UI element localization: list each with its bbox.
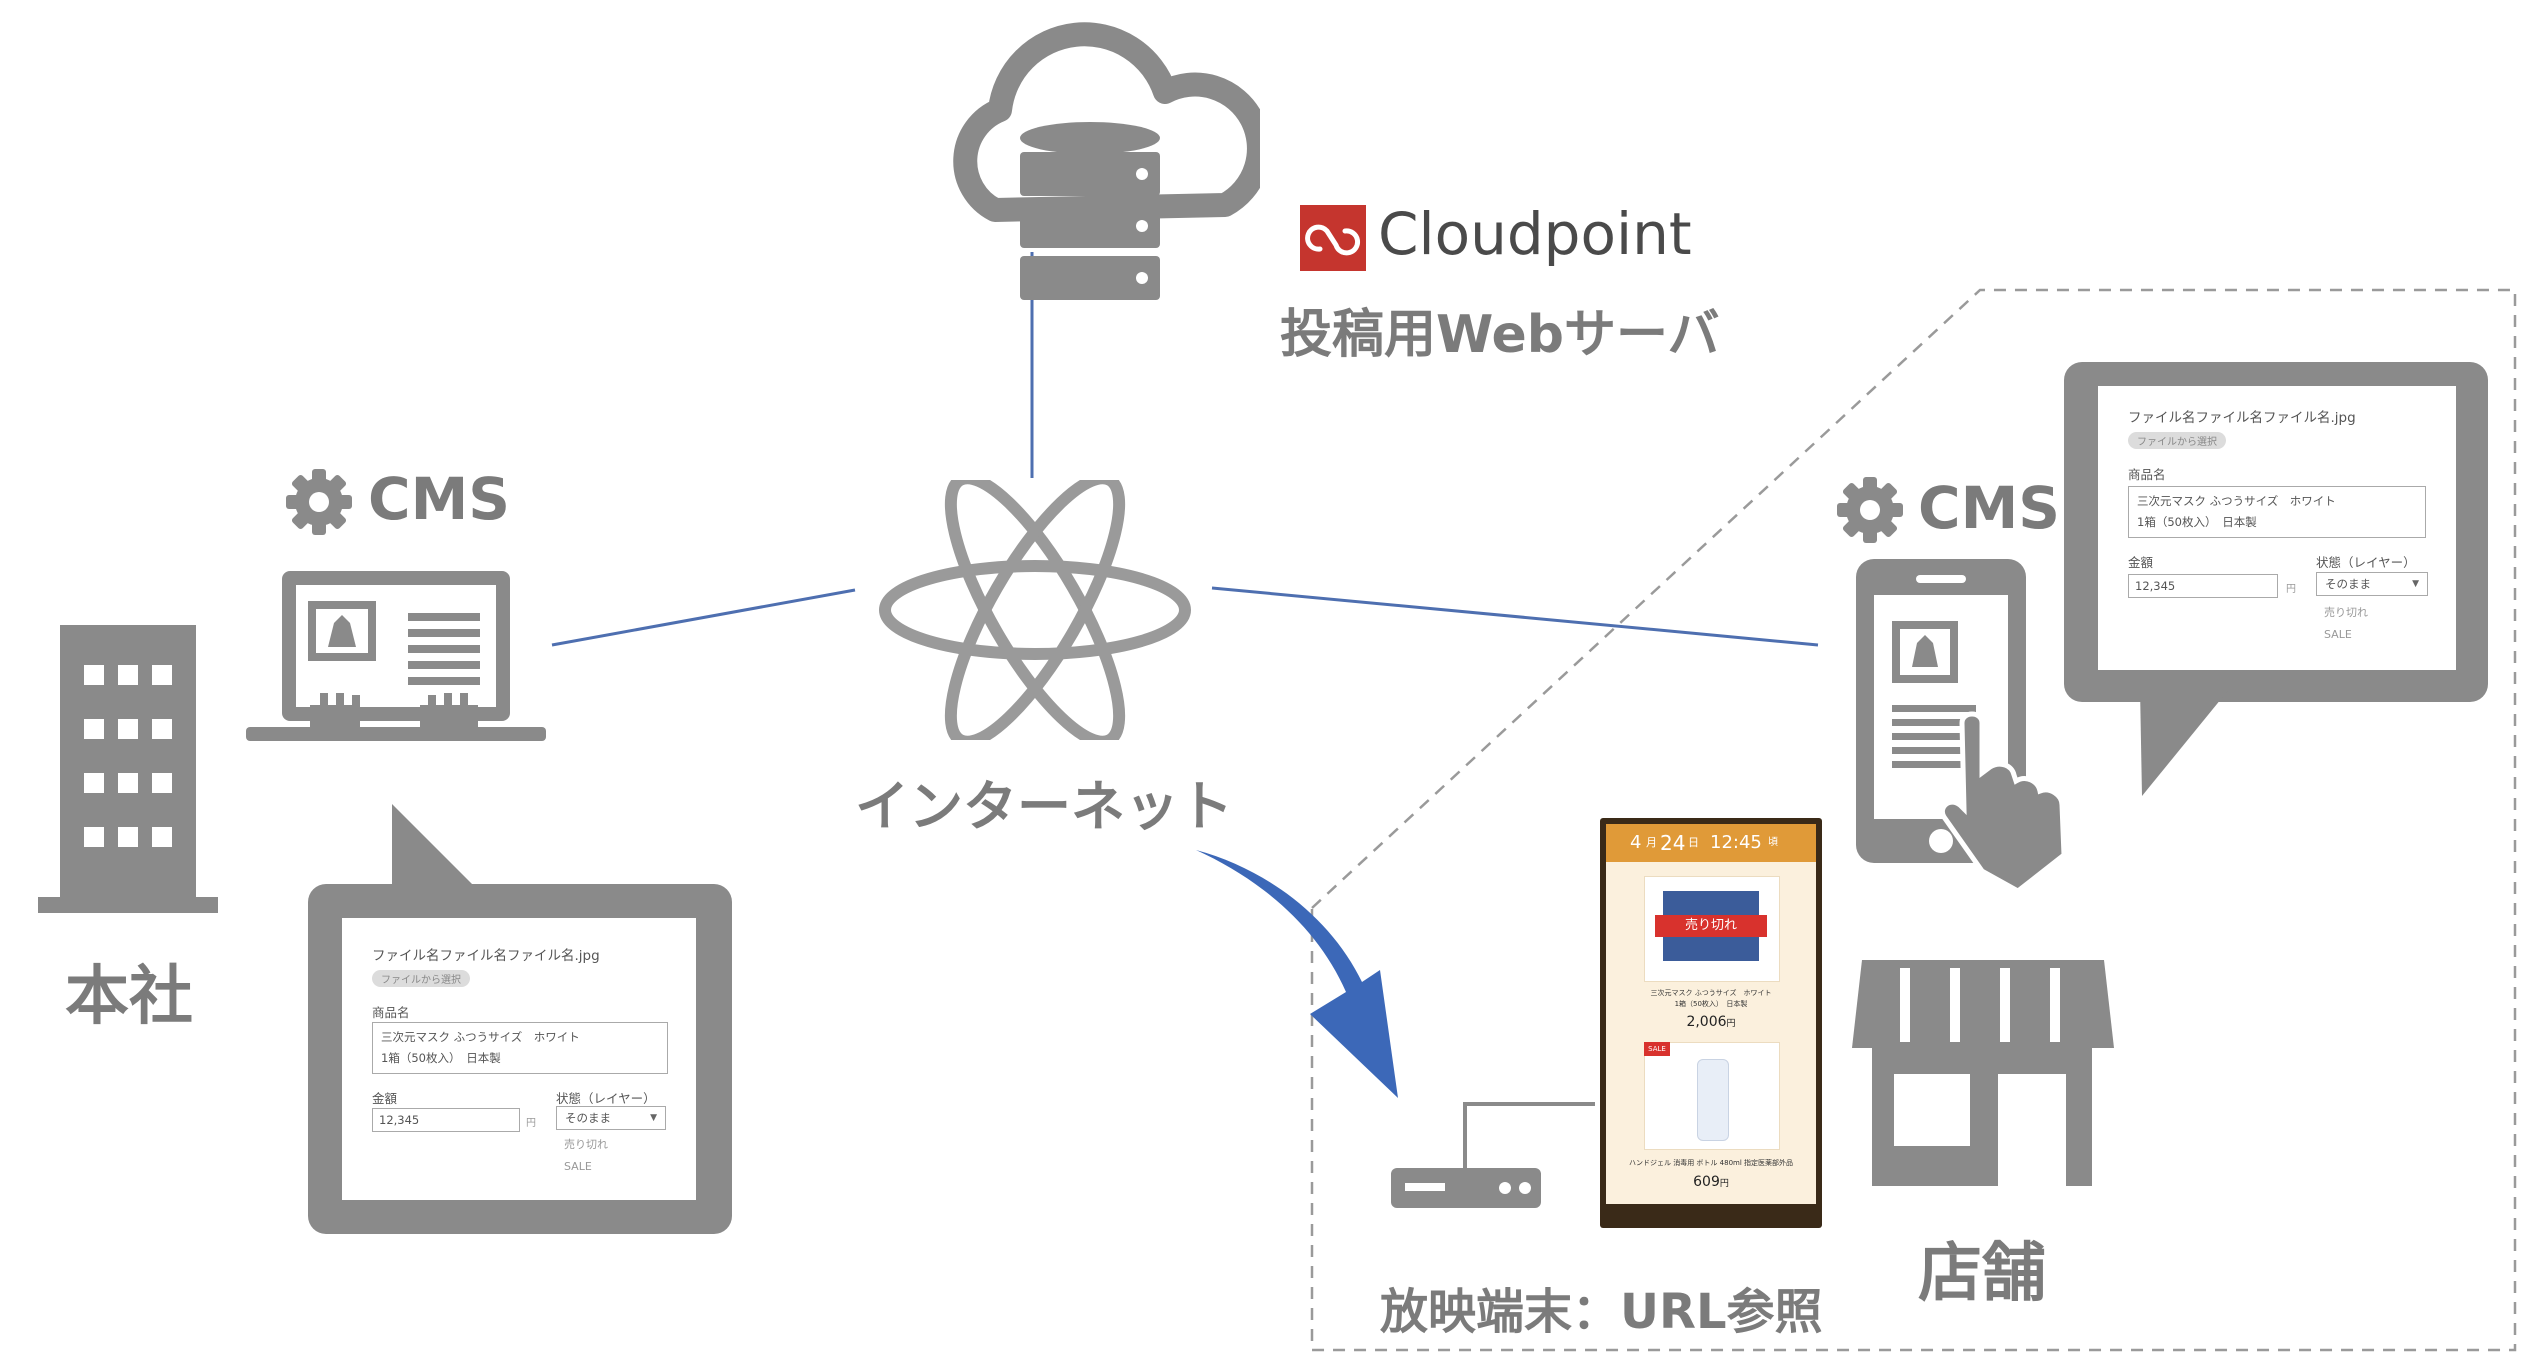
signage-day: 24	[1660, 831, 1686, 855]
hq-cms-label: CMS	[368, 465, 511, 533]
item-2-price-value: 609	[1693, 1174, 1720, 1190]
signage-product-1-image: 売り切れ	[1644, 876, 1780, 982]
signage-product-2-image: SALE	[1644, 1042, 1780, 1150]
status-selected-value: そのまま	[2325, 577, 2371, 591]
signage-header: 4 月 24 日 12:45 頃	[1606, 824, 1816, 862]
select-file-button[interactable]: ファイルから選択	[2128, 432, 2226, 449]
gear-icon	[1836, 476, 1904, 544]
web-server-caption: 投稿用Webサーバ	[1280, 305, 1720, 365]
status-label: 状態（レイヤー）	[556, 1091, 656, 1106]
headquarters-label: 本社	[65, 960, 193, 1034]
item-2-price-unit: 円	[1719, 1179, 1729, 1189]
signage-month-unit: 月	[1646, 836, 1657, 849]
sale-tag: SALE	[1644, 1042, 1670, 1056]
store-cms-label: CMS	[1918, 474, 2061, 542]
product-line2: 1箱（50枚入） 日本製	[2137, 515, 2257, 529]
item-1-price-value: 2,006	[1686, 1014, 1727, 1030]
status-option-sale[interactable]: SALE	[2324, 628, 2352, 641]
price-field[interactable]: 12,345	[372, 1108, 520, 1132]
product-name-label: 商品名	[372, 1005, 410, 1020]
download-arrow	[1196, 850, 1398, 1098]
storefront-icon	[1848, 950, 2118, 1195]
signage-screen: 4 月 24 日 12:45 頃 売り切れ 三次元マスク ふつうサイズ ホワイト…	[1606, 824, 1816, 1204]
chevron-down-icon: ▼	[2412, 579, 2419, 589]
price-label: 金額	[2128, 555, 2154, 570]
sold-out-badge: 売り切れ	[1655, 915, 1767, 937]
signage-time-suffix: 頃	[1768, 837, 1778, 848]
product-name-label: 商品名	[2128, 467, 2166, 482]
cloudpoint-logo-icon	[1300, 205, 1366, 271]
status-selected-value: そのまま	[565, 1111, 611, 1125]
gear-icon	[285, 468, 353, 536]
signage-item-1-desc-line2: 1箱（50枚入） 日本製	[1674, 1000, 1748, 1008]
signage-item-1-price: 2,006円	[1606, 1014, 1816, 1030]
product-line1: 三次元マスク ふつうサイズ ホワイト	[381, 1030, 580, 1044]
line-internet-store	[1211, 586, 1819, 647]
signage-month: 4	[1630, 832, 1642, 853]
line-hq-internet	[551, 588, 856, 647]
product-name-field[interactable]: 三次元マスク ふつうサイズ ホワイト 1箱（50枚入） 日本製	[2128, 486, 2426, 538]
store-cms-form: ファイル名ファイル名ファイル名.jpg ファイルから選択 商品名 三次元マスク …	[2098, 386, 2456, 670]
chevron-down-icon: ▼	[650, 1113, 657, 1123]
store-label: 店舗	[1918, 1237, 2046, 1311]
product-line2: 1箱（50枚入） 日本製	[381, 1051, 501, 1065]
form-filename: ファイル名ファイル名ファイル名.jpg	[2128, 410, 2356, 426]
signage-item-2-price: 609円	[1606, 1174, 1816, 1190]
digital-signage-display: 4 月 24 日 12:45 頃 売り切れ 三次元マスク ふつうサイズ ホワイト…	[1600, 818, 1822, 1228]
signage-item-2-desc: ハンドジェル 消毒用 ボトル 480ml 指定医薬部外品	[1628, 1159, 1794, 1167]
internet-atom-icon	[870, 472, 1200, 748]
status-label: 状態（レイヤー）	[2316, 555, 2416, 570]
cloudpoint-brand-name: Cloudpoint	[1378, 200, 1692, 268]
hq-cms-form: ファイル名ファイル名ファイル名.jpg ファイルから選択 商品名 三次元マスク …	[342, 918, 696, 1200]
player-label: 放映端末：URL参照	[1380, 1284, 1823, 1340]
signage-time: 12:45	[1710, 832, 1762, 853]
internet-label: インターネット	[855, 775, 1233, 838]
signage-item-1-desc-line1: 三次元マスク ふつうサイズ ホワイト	[1650, 989, 1772, 997]
media-player-icon	[1385, 1098, 1675, 1223]
price-unit: 円	[526, 1118, 536, 1129]
status-select[interactable]: そのまま ▼	[2316, 572, 2428, 596]
cloud-server-icon	[920, 20, 1271, 320]
status-option-sold-out[interactable]: 売り切れ	[2324, 606, 2368, 619]
laptop-icon	[240, 565, 560, 780]
status-option-sold-out[interactable]: 売り切れ	[564, 1138, 608, 1151]
sanitizer-bottle-image	[1697, 1059, 1729, 1141]
store-zone-dashed-border	[1310, 288, 2517, 1352]
product-line1: 三次元マスク ふつうサイズ ホワイト	[2137, 494, 2336, 508]
price-unit: 円	[2286, 584, 2296, 595]
price-label: 金額	[372, 1091, 398, 1106]
status-select[interactable]: そのまま ▼	[556, 1106, 666, 1130]
status-option-sale[interactable]: SALE	[564, 1160, 592, 1173]
smartphone-icon	[1850, 555, 2100, 905]
select-file-button[interactable]: ファイルから選択	[372, 970, 470, 987]
price-field[interactable]: 12,345	[2128, 574, 2278, 598]
office-building-icon	[38, 625, 218, 915]
signage-weekday: 日	[1688, 836, 1699, 849]
form-filename: ファイル名ファイル名ファイル名.jpg	[372, 948, 600, 964]
product-name-field[interactable]: 三次元マスク ふつうサイズ ホワイト 1箱（50枚入） 日本製	[372, 1022, 668, 1074]
item-1-price-unit: 円	[1726, 1019, 1736, 1029]
